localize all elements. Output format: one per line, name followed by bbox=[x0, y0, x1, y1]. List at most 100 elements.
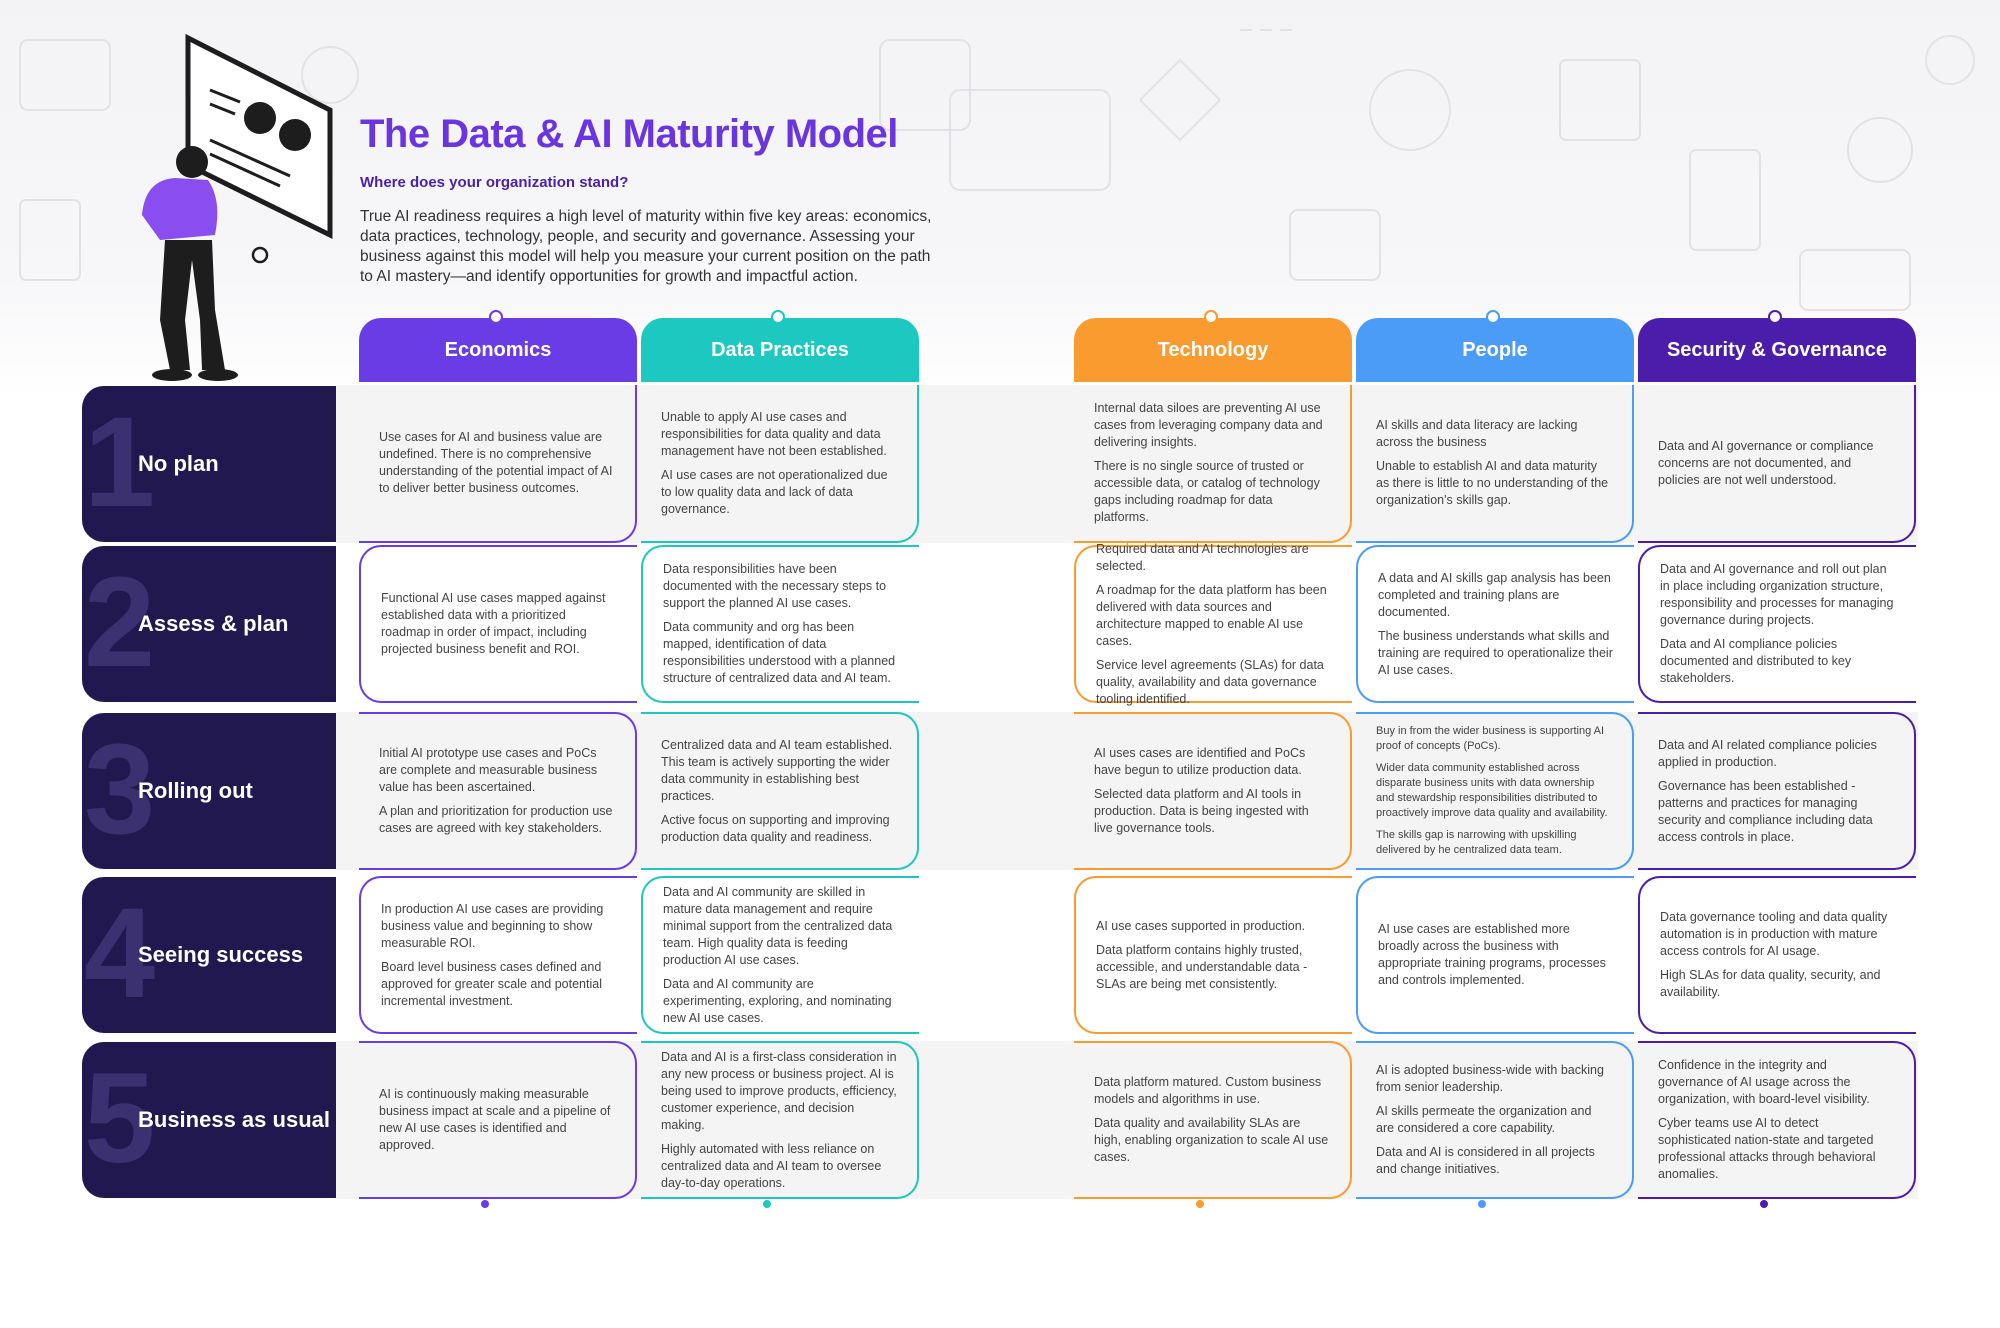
stage-number: 2 bbox=[84, 551, 156, 694]
cell-text: Data quality and availability SLAs are h… bbox=[1094, 1116, 1329, 1164]
row-band-3 bbox=[335, 712, 1918, 870]
cell-text: Required data and AI technologies are se… bbox=[1096, 541, 1309, 573]
cell-text: Centralized data and AI team established… bbox=[661, 737, 893, 803]
cell-text: AI use cases supported in production. bbox=[1096, 918, 1306, 933]
cell-text: Wider data community established across … bbox=[1376, 762, 1608, 819]
row-band-5 bbox=[335, 1041, 1918, 1199]
maturity-cell: AI use cases are established more broadl… bbox=[1356, 876, 1634, 1034]
cell-text: High SLAs for data quality, security, an… bbox=[1660, 968, 1881, 999]
page-subtitle: Where does your organization stand? bbox=[360, 174, 629, 191]
cell-text: AI use cases are not operationalized due… bbox=[661, 467, 888, 516]
stage-label: Rolling out bbox=[138, 778, 253, 803]
cell-text: Functional AI use cases mapped against e… bbox=[381, 591, 606, 656]
cell-text: Data governance tooling and data quality… bbox=[1660, 910, 1888, 958]
row-band-1 bbox=[335, 385, 1918, 543]
stage-number: 1 bbox=[84, 391, 156, 534]
cell-text: Use cases for AI and business value are … bbox=[379, 430, 613, 495]
maturity-cell: Data and AI is a first-class considerati… bbox=[641, 1041, 919, 1199]
cell-text: Data and AI compliance policies document… bbox=[1660, 637, 1852, 685]
column-header-4: People bbox=[1356, 318, 1634, 382]
maturity-cell: AI use cases supported in production.Dat… bbox=[1074, 876, 1352, 1034]
cell-text: Unable to apply AI use cases and respons… bbox=[661, 409, 887, 458]
maturity-cell: Use cases for AI and business value are … bbox=[359, 385, 637, 543]
page-title: The Data & AI Maturity Model bbox=[360, 112, 898, 156]
column-start-dot bbox=[771, 310, 785, 324]
cell-text: The business understands what skills and… bbox=[1378, 628, 1613, 677]
column-end-dot bbox=[1196, 1200, 1204, 1208]
cell-text: AI is continuously making measurable bus… bbox=[379, 1087, 611, 1152]
cell-text: Internal data siloes are preventing AI u… bbox=[1094, 401, 1323, 449]
maturity-cell: A data and AI skills gap analysis has be… bbox=[1356, 545, 1634, 703]
cell-text: Data and AI is considered in all project… bbox=[1376, 1145, 1595, 1176]
cell-text: Unable to establish AI and data maturity… bbox=[1376, 459, 1609, 507]
maturity-cell: Data platform matured. Custom business m… bbox=[1074, 1041, 1352, 1199]
intro-paragraph: True AI readiness requires a high level … bbox=[360, 208, 932, 285]
cell-text: In production AI use cases are providing… bbox=[381, 901, 604, 950]
maturity-cell: Data and AI related compliance policies … bbox=[1638, 712, 1916, 870]
cell-text: A plan and prioritization for production… bbox=[379, 804, 613, 835]
column-end-dot bbox=[1478, 1200, 1486, 1208]
maturity-cell: Unable to apply AI use cases and respons… bbox=[641, 385, 919, 543]
cell-text: Buy in from the wider business is suppor… bbox=[1376, 725, 1605, 752]
stage-label: Seeing success bbox=[138, 942, 304, 967]
stage-number: 3 bbox=[84, 718, 156, 861]
column-end-dot bbox=[1760, 1200, 1768, 1208]
cell-text: Board level business cases defined and a… bbox=[381, 959, 602, 1008]
maturity-cell: Data and AI governance or compliance con… bbox=[1638, 385, 1916, 543]
maturity-cell: In production AI use cases are providing… bbox=[359, 876, 637, 1034]
cell-text: AI uses cases are identified and PoCs ha… bbox=[1094, 746, 1306, 777]
column-header-3: Technology bbox=[1074, 318, 1352, 382]
cell-text: The skills gap is narrowing with upskill… bbox=[1376, 829, 1577, 856]
maturity-cell: Internal data siloes are preventing AI u… bbox=[1074, 385, 1352, 543]
maturity-cell: Data and AI governance and roll out plan… bbox=[1638, 545, 1916, 703]
maturity-cell: Buy in from the wider business is suppor… bbox=[1356, 712, 1634, 870]
column-header-5: Security & Governance bbox=[1638, 318, 1916, 382]
maturity-cell: Functional AI use cases mapped against e… bbox=[359, 545, 637, 703]
maturity-cell: AI is adopted business-wide with backing… bbox=[1356, 1041, 1634, 1199]
column-header-1: Economics bbox=[359, 318, 637, 382]
person-with-board-illustration bbox=[142, 33, 333, 381]
maturity-cell: AI is continuously making measurable bus… bbox=[359, 1041, 637, 1199]
cell-text: Service level agreements (SLAs) for data… bbox=[1096, 657, 1324, 706]
cell-text: Data and AI governance or compliance con… bbox=[1658, 438, 1874, 487]
cell-text: There is no single source of trusted or … bbox=[1094, 459, 1320, 524]
cell-text: Initial AI prototype use cases and PoCs … bbox=[379, 746, 598, 794]
cell-text: Selected data platform and AI tools in p… bbox=[1094, 787, 1309, 835]
column-start-dot bbox=[1204, 310, 1218, 324]
stage-label: Business as usual bbox=[138, 1107, 330, 1132]
column-end-dot bbox=[481, 1200, 489, 1208]
cell-text: Data and AI community are experimenting,… bbox=[663, 976, 892, 1025]
column-start-dot bbox=[1768, 310, 1782, 324]
maturity-cell: AI uses cases are identified and PoCs ha… bbox=[1074, 712, 1352, 870]
stage-number: 4 bbox=[84, 882, 156, 1025]
cell-text: AI skills permeate the organization and … bbox=[1376, 1104, 1592, 1135]
cell-text: A data and AI skills gap analysis has be… bbox=[1378, 570, 1611, 619]
maturity-cell: Data and AI community are skilled in mat… bbox=[641, 876, 919, 1034]
column-header-2: Data Practices bbox=[641, 318, 919, 382]
cell-text: Data and AI community are skilled in mat… bbox=[663, 884, 893, 967]
maturity-cell: Confidence in the integrity and governan… bbox=[1638, 1041, 1916, 1199]
stage-number: 5 bbox=[84, 1047, 156, 1190]
maturity-cell: Required data and AI technologies are se… bbox=[1074, 542, 1352, 706]
maturity-cell: Centralized data and AI team established… bbox=[641, 712, 919, 870]
cell-text: Data responsibilities have been document… bbox=[663, 562, 887, 610]
cell-text: AI skills and data literacy are lacking … bbox=[1376, 418, 1578, 449]
maturity-cell: AI skills and data literacy are lacking … bbox=[1356, 385, 1634, 543]
cell-text: AI is adopted business-wide with backing… bbox=[1376, 1063, 1604, 1094]
cell-text: Active focus on supporting and improving… bbox=[661, 812, 890, 844]
maturity-cell: Data responsibilities have been document… bbox=[641, 545, 919, 703]
maturity-cell: Data governance tooling and data quality… bbox=[1638, 876, 1916, 1034]
cell-text: Data and AI related compliance policies … bbox=[1658, 737, 1877, 769]
maturity-cell: Initial AI prototype use cases and PoCs … bbox=[359, 712, 637, 870]
cell-text: Data community and org has been mapped, … bbox=[663, 620, 896, 685]
stage-label: No plan bbox=[138, 451, 219, 476]
column-start-dot bbox=[489, 310, 503, 324]
stage-label: Assess & plan bbox=[138, 611, 289, 636]
cell-text: Confidence in the integrity and governan… bbox=[1658, 1058, 1870, 1106]
cell-text: AI use cases are established more broadl… bbox=[1378, 922, 1606, 987]
